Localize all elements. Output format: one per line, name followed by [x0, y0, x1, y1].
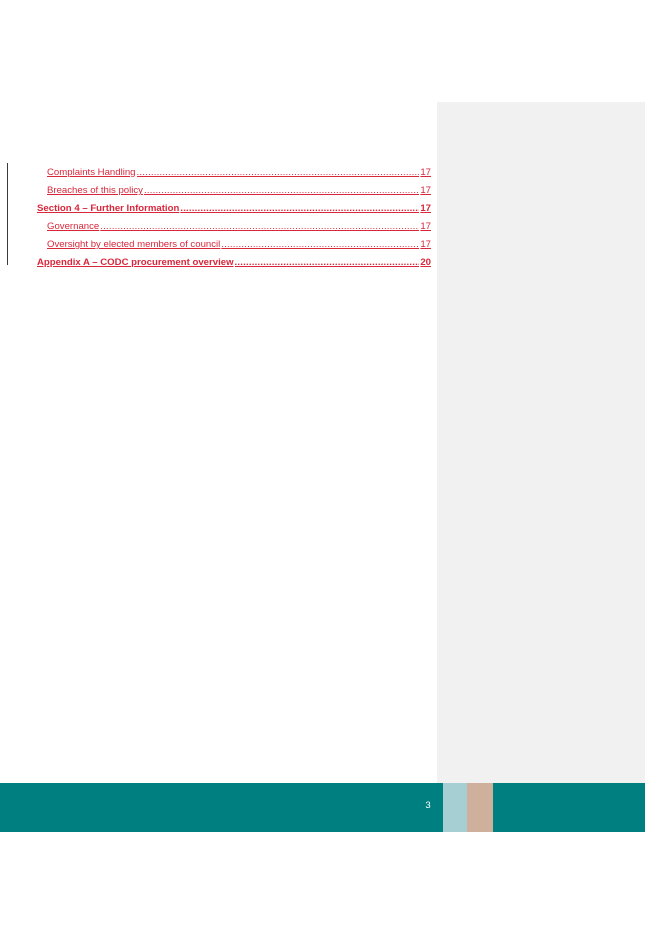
toc-entry-governance[interactable]: Governance 17 — [37, 214, 431, 232]
toc-entry-label: Oversight by elected members of council — [47, 239, 221, 250]
toc-entry-oversight[interactable]: Oversight by elected members of council … — [37, 232, 431, 250]
toc-dot-leader — [144, 185, 419, 196]
toc-entry-page: 17 — [420, 221, 431, 232]
toc-entry-label: Complaints Handling — [47, 167, 136, 178]
toc-entry-page: 17 — [420, 167, 431, 178]
toc-dot-leader — [221, 239, 419, 250]
toc-entry-page: 17 — [420, 203, 431, 214]
comment-pane — [437, 102, 645, 832]
page-number: 3 — [425, 800, 431, 811]
toc-entry-label: Appendix A – CODC procurement overview — [37, 257, 234, 268]
footer-swatch-tan — [467, 783, 493, 832]
toc-dot-leader — [137, 167, 420, 178]
table-of-contents: Complaints Handling 17 Breaches of this … — [37, 160, 431, 268]
toc-entry-label: Section 4 – Further Information — [37, 203, 180, 214]
toc-entry-appendix-a[interactable]: Appendix A – CODC procurement overview 2… — [37, 250, 431, 268]
toc-dot-leader — [235, 257, 420, 268]
toc-entry-label: Breaches of this policy — [47, 185, 143, 196]
toc-entry-section-4[interactable]: Section 4 – Further Information 17 — [37, 196, 431, 214]
toc-entry-page: 20 — [420, 257, 431, 268]
toc-dot-leader — [180, 203, 419, 214]
toc-entry-page: 17 — [420, 239, 431, 250]
toc-entry-page: 17 — [420, 185, 431, 196]
toc-entry-label: Governance — [47, 221, 100, 232]
toc-entry-breaches[interactable]: Breaches of this policy 17 — [37, 178, 431, 196]
footer-band — [0, 783, 645, 832]
footer-swatch-blue — [443, 783, 467, 832]
change-bar — [7, 163, 8, 265]
toc-dot-leader — [100, 221, 419, 232]
toc-entry-complaints-handling[interactable]: Complaints Handling 17 — [37, 160, 431, 178]
